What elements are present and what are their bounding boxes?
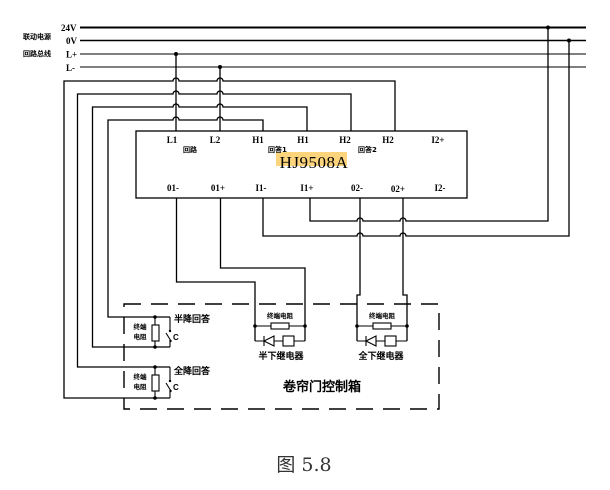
switch-c-label: C: [173, 333, 179, 342]
junction-dot: [355, 324, 359, 328]
half-down-feedback-circuit: 终端 电阻 C 半降回答: [134, 313, 211, 349]
terminal-resistor-icon: [270, 322, 290, 330]
module-hj9508a: L1 L2 H1 H1 H2 H2 I2+ 回路 回答1 回答2 HJ9508A…: [135, 130, 468, 199]
switch-contact-icon: [165, 367, 172, 398]
pin-label-o2minus: 02-: [351, 183, 363, 193]
wire-o2plus: [402, 198, 408, 341]
pin-label-i2plus: I2+: [431, 135, 444, 145]
feedback-half-label: 半降回答: [174, 313, 211, 325]
relay-coil-icon: [282, 335, 295, 347]
pin-label-h1b: H1: [297, 135, 309, 145]
control-box-outline: [123, 303, 440, 410]
group-label-answer1: 回答1: [268, 145, 287, 154]
control-box-title: 卷帘门控制箱: [283, 379, 361, 395]
wire-i1minus-to-0v: [262, 40, 570, 237]
feedback-wires: [63, 77, 396, 399]
terminal-resistor-label: 终端电阻: [267, 311, 294, 320]
junction-dot: [253, 324, 257, 328]
wire-o2minus: [356, 198, 361, 341]
full-down-relay-circuit: 终端电阻 全下继电器: [355, 311, 409, 362]
pin-label-o1minus: 01-: [167, 183, 179, 193]
switch-pivot: [168, 379, 172, 383]
pin-label-h2a: H2: [339, 135, 351, 145]
diode-icon: [364, 335, 377, 347]
group-label-answer2: 回答2: [358, 145, 377, 154]
pin-label-i2minus: I2-: [435, 183, 446, 193]
group-label-loop: 回路: [183, 145, 198, 154]
wire-h1b-to-half-bottom: [91, 103, 308, 348]
pin-label-h1a: H1: [252, 135, 264, 145]
pin-label-l1: L1: [167, 135, 178, 145]
bus-label-0v: 0V: [66, 36, 78, 46]
junction-dot: [153, 315, 157, 319]
terminal-resistor-label-bottom: 电阻: [134, 332, 148, 341]
figure-caption: 图 5.8: [276, 454, 331, 476]
switch-pivot: [168, 329, 172, 333]
terminal-resistor-label: 终端电阻: [369, 311, 396, 320]
terminal-resistor-label-bottom: 电阻: [134, 382, 148, 391]
power-bus-label: 联动电源: [23, 32, 51, 41]
terminal-resistor-icon: [372, 322, 392, 330]
terminal-resistor-icon: [151, 374, 160, 392]
junction-dot: [303, 324, 307, 328]
full-down-feedback-circuit: 终端 电阻 C 全降回答: [134, 365, 211, 400]
model-highlight: [276, 152, 347, 166]
pin-label-h2b: H2: [382, 135, 394, 145]
switch-c-label: C: [173, 383, 179, 392]
pin-label-l2: L2: [210, 135, 221, 145]
pin-label-o1plus: 01+: [211, 183, 225, 193]
wire-h2a-to-full-top: [76, 90, 352, 368]
bus-lines: 联动电源 回路总线 24V 0V L+ L-: [23, 23, 586, 73]
feedback-full-label: 全降回答: [173, 365, 211, 377]
model-name: HJ9508A: [280, 153, 349, 172]
wire-o1plus: [219, 198, 306, 341]
output-wires: [175, 27, 570, 341]
pin-label-o2plus: 02+: [391, 184, 405, 194]
wire-i1plus-to-24v: [309, 27, 549, 222]
switch-pivot: [169, 339, 172, 343]
bus-label-lplus: L+: [66, 50, 77, 60]
loop-bus-label: 回路总线: [23, 49, 51, 58]
junction-dot: [153, 345, 157, 349]
junction-dot: [405, 324, 409, 328]
wire-h2b-to-full-bottom: [63, 77, 396, 399]
terminal-resistor-label-top: 终端: [134, 372, 148, 381]
half-down-relay-circuit: 终端电阻 半下继电器: [253, 311, 307, 362]
wire-h1a-to-half-top: [107, 116, 264, 318]
bus-label-24v: 24V: [61, 23, 77, 33]
junction-dot: [153, 396, 157, 400]
rolling-door-control-box: 卷帘门控制箱: [123, 303, 440, 410]
pin-label-i1minus: I1-: [256, 183, 267, 193]
relay-coil-icon: [384, 335, 397, 347]
bus-label-lminus: L-: [66, 63, 75, 73]
diode-icon: [262, 335, 275, 347]
wire-o1minus: [175, 198, 256, 341]
junction-dot: [153, 365, 157, 369]
switch-pivot: [169, 389, 172, 393]
terminal-resistor-icon: [151, 324, 160, 342]
relay-half-label: 半下继电器: [258, 350, 304, 362]
pin-label-i1plus: I1+: [300, 183, 313, 193]
terminal-resistor-label-top: 终端: [134, 322, 148, 331]
relay-full-label: 全下继电器: [357, 350, 404, 362]
